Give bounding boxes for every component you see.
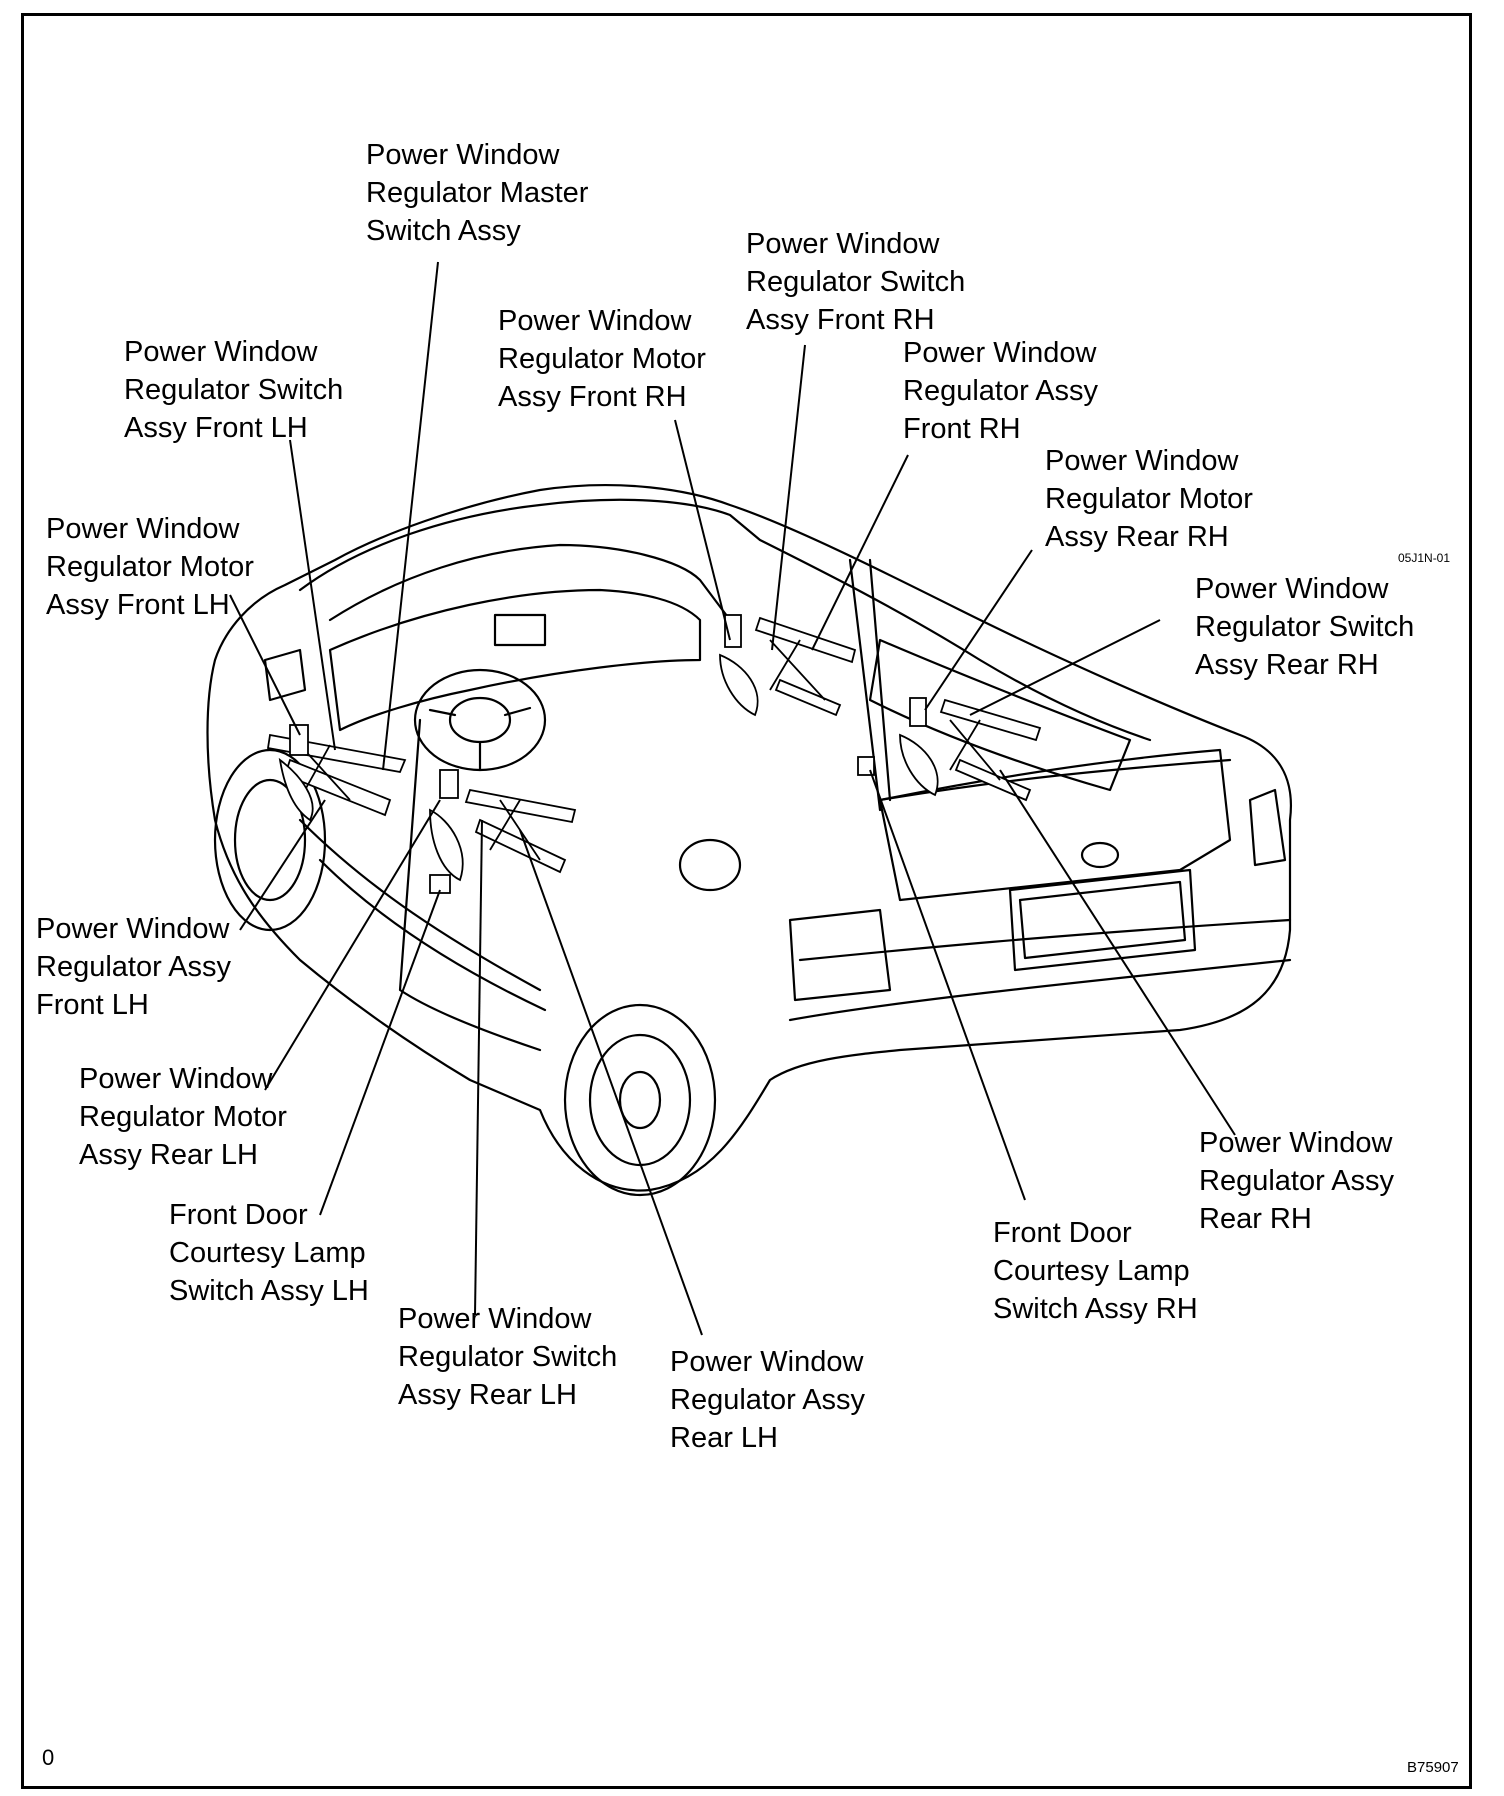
leader-lines: [229, 261, 1236, 1336]
leader-regulator-front-lh: [239, 799, 326, 931]
leader-switch-front-lh: [289, 439, 336, 751]
display-unit: [493, 613, 547, 647]
dashboard: [328, 588, 702, 732]
tail-lamp-rh: [1248, 788, 1287, 867]
leader-switch-rear-rh: [969, 619, 1161, 716]
leader-motor-rear-lh: [264, 799, 441, 1091]
leader-courtesy-lamp-rh: [869, 769, 1026, 1201]
leader-master-switch: [382, 261, 439, 771]
rear-spoiler: [878, 758, 1232, 802]
corner-mark: 0: [42, 1745, 55, 1770]
leader-switch-front-rh: [771, 344, 806, 651]
leader-motor-rear-rh: [924, 549, 1033, 711]
figure-id: B75907: [1407, 1759, 1459, 1776]
leader-courtesy-lamp-lh: [319, 889, 441, 1216]
leader-switch-rear-lh: [474, 819, 483, 1316]
leader-regulator-rear-rh: [999, 769, 1236, 1136]
roof-line: [298, 498, 1152, 742]
car-body-outline: [206, 484, 1292, 1192]
b-pillar: [848, 558, 892, 812]
leader-regulator-front-rh: [811, 454, 909, 651]
leader-regulator-rear-lh: [519, 829, 703, 1336]
windshield: [328, 543, 732, 622]
fuel-door: [678, 838, 742, 892]
rear-bumper: [788, 958, 1292, 1022]
leader-motor-front-lh: [229, 594, 301, 736]
tail-lamp-lh: [788, 908, 892, 1002]
drawing-code: 05J1N-01: [1398, 551, 1451, 565]
rear-wheel-lh: [563, 1003, 717, 1197]
license-plate: [1008, 868, 1197, 972]
diagram-frame: [21, 13, 1472, 1789]
regulator-assemblies: [266, 614, 1042, 894]
door-line-left: [398, 718, 542, 1052]
emblem: [1080, 841, 1120, 869]
leader-motor-front-rh: [674, 419, 731, 641]
front-wheel-lh: [213, 748, 327, 932]
side-mirror: [263, 648, 307, 702]
rear-glass: [868, 638, 1132, 792]
